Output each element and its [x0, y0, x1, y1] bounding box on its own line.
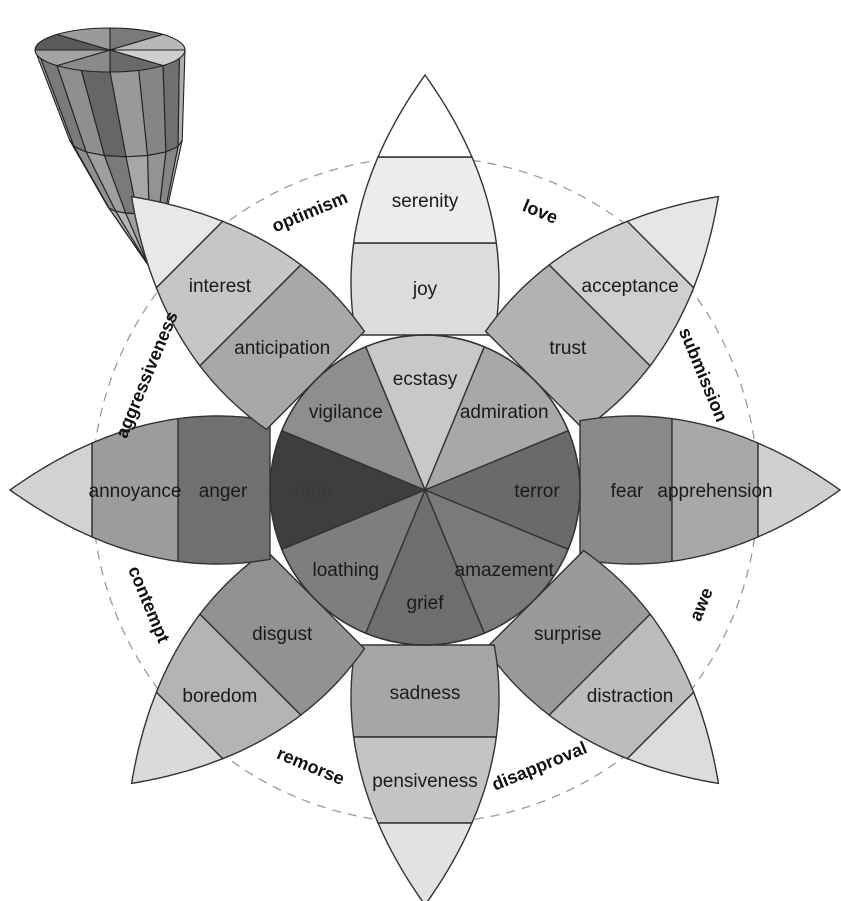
label-joy: joy: [412, 279, 438, 300]
label-pensiveness: pensiveness: [372, 771, 478, 792]
label-ecstasy: ecstasy: [393, 369, 458, 390]
label-apprehension: apprehension: [657, 481, 772, 502]
label-acceptance: acceptance: [582, 276, 679, 297]
petal-band-pensiveness-tip: [378, 823, 472, 901]
dyad-label-optimism: optimism: [269, 187, 351, 236]
label-serenity: serenity: [392, 191, 459, 212]
label-anticipation: anticipation: [234, 338, 330, 359]
label-distraction: distraction: [587, 686, 674, 707]
petal-band-serenity-tip: [378, 75, 472, 157]
label-trust: trust: [549, 338, 587, 359]
label-sadness: sadness: [390, 683, 461, 704]
label-rage: rage: [294, 481, 332, 502]
label-boredom: boredom: [182, 686, 257, 707]
label-interest: interest: [189, 276, 252, 297]
dyad-label-contempt: contempt: [124, 563, 173, 645]
label-vigilance: vigilance: [309, 402, 383, 423]
label-fear: fear: [611, 481, 644, 502]
label-annoyance: annoyance: [89, 481, 182, 502]
dyad-label-awe: awe: [685, 585, 717, 624]
label-admiration: admiration: [460, 402, 549, 423]
petal-band-annoyance-tip: [10, 443, 92, 537]
label-loathing: loathing: [313, 560, 380, 581]
label-amazement: amazement: [455, 560, 555, 581]
dyad-label-disapproval: disapproval: [489, 737, 590, 794]
dyad-label-remorse: remorse: [274, 743, 347, 789]
label-grief: grief: [407, 593, 445, 614]
label-surprise: surprise: [534, 624, 602, 645]
dyad-label-love: love: [520, 196, 561, 228]
label-terror: terror: [514, 481, 560, 502]
label-anger: anger: [199, 481, 248, 502]
dyad-label-submission: submission: [675, 325, 732, 425]
label-disgust: disgust: [252, 624, 313, 645]
